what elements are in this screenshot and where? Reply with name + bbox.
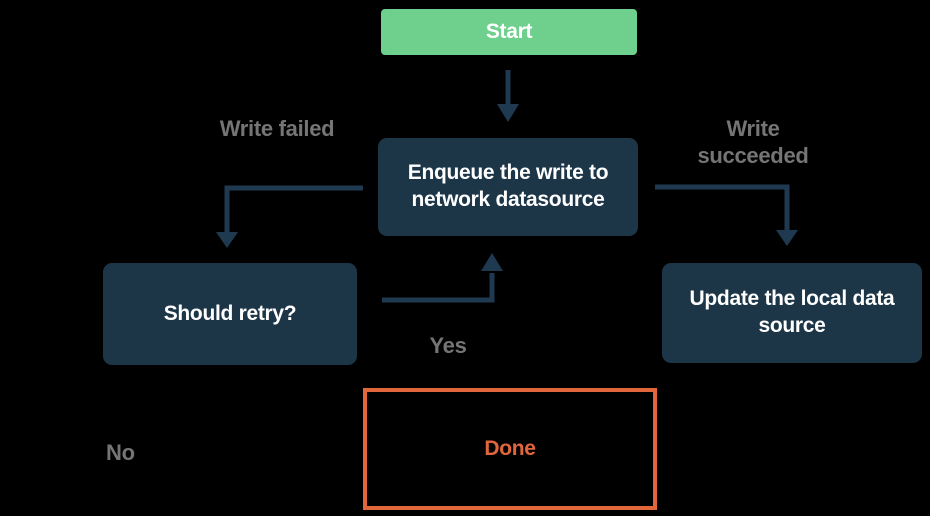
- edge-label-no: No: [106, 440, 135, 465]
- edge-yes: [382, 273, 495, 303]
- edge-write-succeeded: [655, 184, 790, 232]
- edge-write-failed: [224, 185, 363, 234]
- node-enqueue-write: Enqueue the write to network datasource: [378, 138, 638, 236]
- arrowhead-write-succeeded: [776, 230, 798, 246]
- edge-label-write-succeeded: Write succeeded: [697, 116, 809, 168]
- node-done: Done: [363, 388, 657, 510]
- edge-label-yes: Yes: [429, 333, 467, 358]
- node-start: Start: [381, 9, 637, 55]
- arrowhead-write-failed: [216, 232, 238, 248]
- arrowhead-start-to-enqueue: [497, 104, 519, 122]
- edge-label-write-failed: Write failed: [219, 116, 335, 141]
- arrowhead-yes: [481, 253, 503, 271]
- node-should-retry: Should retry?: [103, 263, 357, 365]
- node-update-local-source: Update the local data source: [662, 263, 922, 363]
